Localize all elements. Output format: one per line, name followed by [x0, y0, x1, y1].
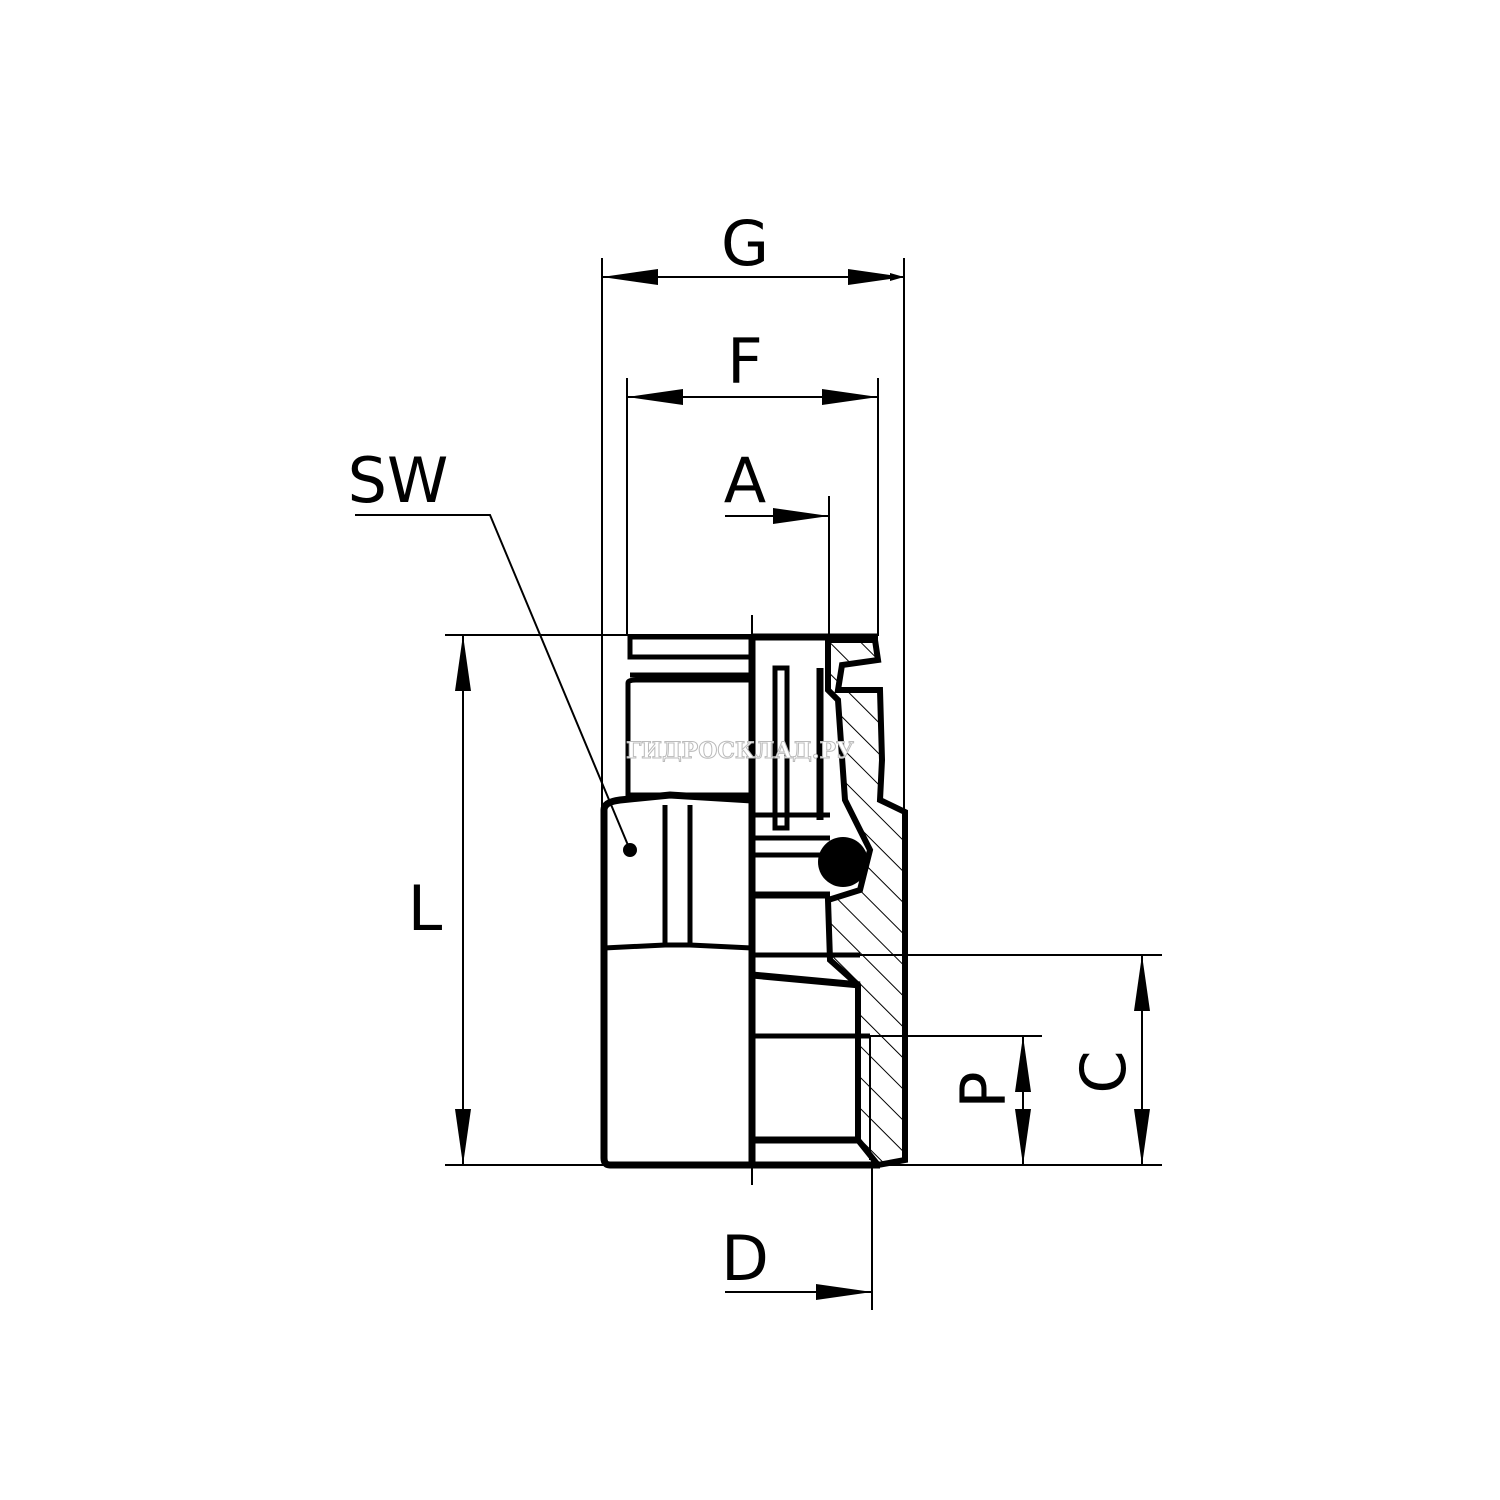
- dimension-P: P: [947, 1036, 1031, 1165]
- dimension-D: D: [721, 1222, 872, 1300]
- label-A: A: [724, 444, 766, 517]
- label-SW: SW: [348, 444, 449, 517]
- fitting-section-view: [748, 633, 908, 1169]
- watermark: ГИДРОСКЛАД.РУ: [626, 738, 854, 764]
- label-F: F: [727, 325, 763, 398]
- label-C: C: [1067, 1050, 1140, 1093]
- dimension-SW: SW: [348, 444, 637, 857]
- dimension-F: F: [627, 325, 878, 405]
- label-D: D: [721, 1222, 769, 1295]
- label-P: P: [947, 1071, 1020, 1108]
- dimension-C: C: [1067, 955, 1150, 1165]
- o-ring: [818, 837, 868, 887]
- label-G: G: [721, 207, 769, 280]
- fitting-exterior-view: [600, 634, 756, 1169]
- dimension-A: A: [724, 444, 829, 524]
- extension-lines: [445, 258, 1162, 1310]
- dimension-L: L: [408, 635, 471, 1165]
- label-L: L: [408, 872, 443, 945]
- dimension-G: G: [602, 207, 904, 285]
